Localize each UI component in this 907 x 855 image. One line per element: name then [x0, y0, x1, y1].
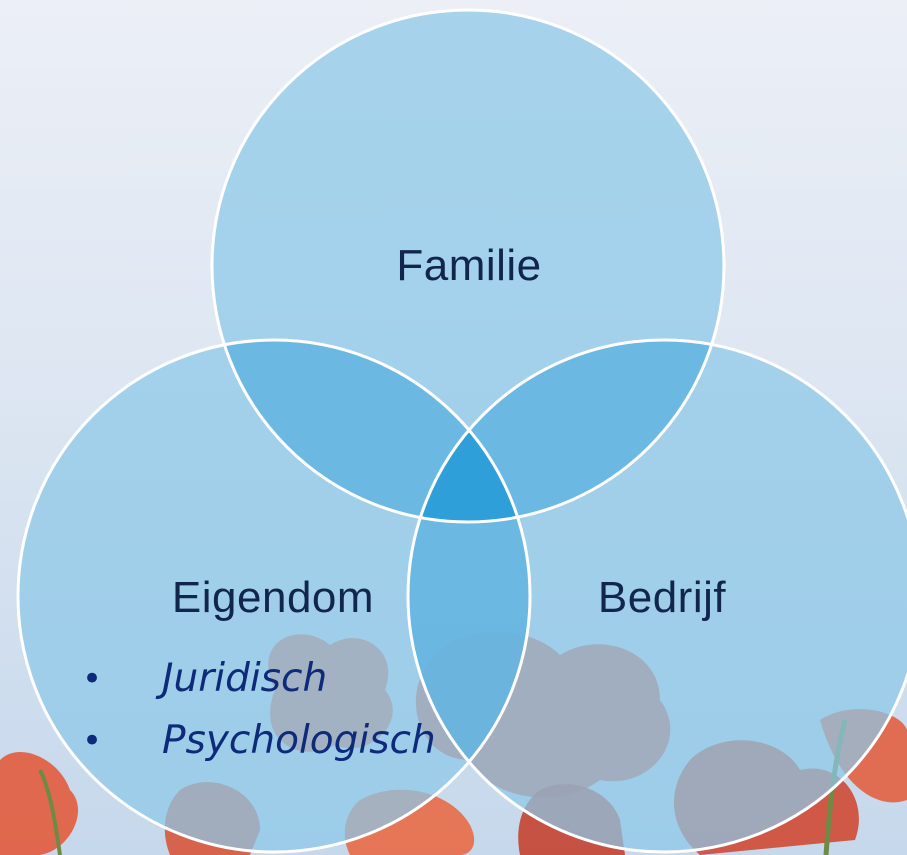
poppy-stem	[38, 769, 62, 855]
circle-familie-outline	[210, 8, 726, 524]
bullet-marker: •	[82, 721, 103, 761]
label-bedrijf: Bedrijf	[598, 573, 726, 622]
bullet-text: Psychologisch	[162, 718, 436, 763]
bullet-marker: •	[82, 659, 103, 699]
bullet-text: Juridisch	[162, 656, 328, 701]
label-eigendom: Eigendom	[172, 573, 374, 622]
poppy-flower	[0, 751, 79, 855]
circle-bedrijf-outline	[406, 338, 907, 854]
circle-eigendom-outline	[16, 338, 532, 854]
overlap-familie-bedrijf	[408, 340, 724, 522]
venn-circles	[16, 8, 907, 854]
overlap-familie-eigendom	[212, 340, 530, 522]
label-familie: Familie	[396, 241, 541, 290]
